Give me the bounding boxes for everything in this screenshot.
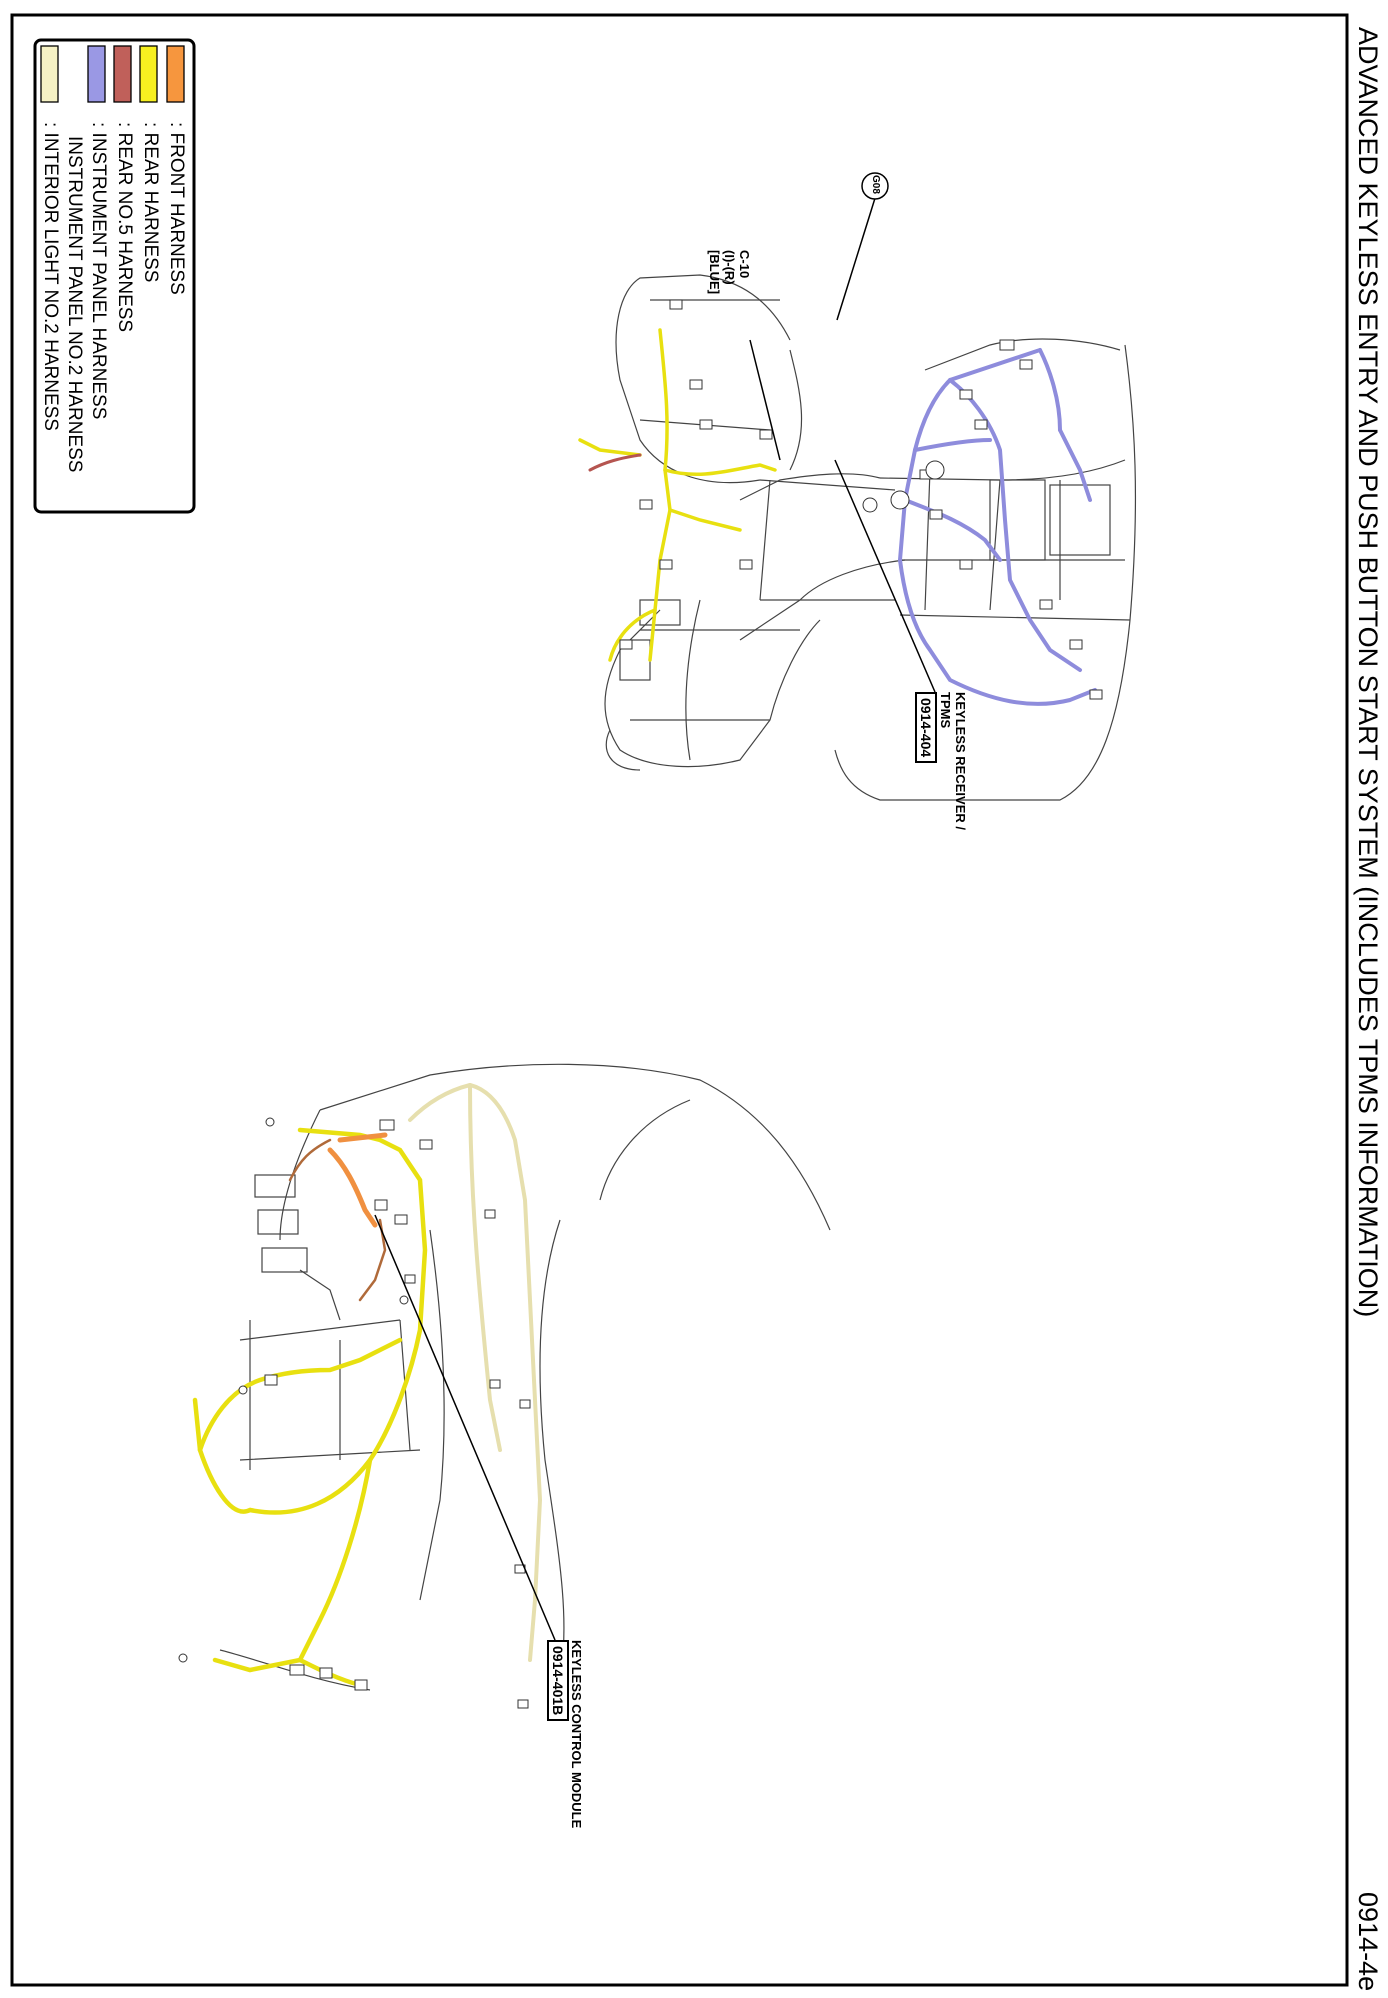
legend-swatches xyxy=(40,45,185,103)
ground-g08-label: G08 xyxy=(870,175,881,194)
connector-c10-color: [BLUE] xyxy=(707,250,722,295)
connectors-upper xyxy=(619,299,1103,700)
legend-label-instrument: : INSTRUMENT PANEL HARNESS xyxy=(88,122,109,420)
g08-circle xyxy=(861,172,889,200)
module-code-box: 0914-401B xyxy=(547,1640,569,1722)
receiver-code-box: 0914-404 xyxy=(915,692,937,764)
instrument-panel-view xyxy=(604,274,1137,801)
swatch-rear-no5 xyxy=(113,45,132,103)
swatch-instrument xyxy=(87,45,106,103)
rear-harness-upper xyxy=(578,328,777,662)
legend-label-rear-no5: : REAR NO.5 HARNESS xyxy=(114,122,135,333)
legend-box xyxy=(33,38,196,514)
page-title: ADVANCED KEYLESS ENTRY AND PUSH BUTTON S… xyxy=(1353,27,1383,1318)
swatch-front xyxy=(166,45,185,103)
connector-c10-id: C-10 xyxy=(737,250,752,279)
floor-view xyxy=(219,1063,831,1691)
legend-label-front: : FRONT HARNESS xyxy=(166,122,187,295)
leader-lines xyxy=(374,194,936,1641)
instrument-panel-harness xyxy=(897,348,1097,706)
interior-light-harness xyxy=(408,1082,543,1662)
page-code: 0914-4e xyxy=(1353,1892,1383,1992)
connector-c10-pins: (I)-(R) xyxy=(722,250,737,285)
rear-harness-lower xyxy=(192,1127,428,1688)
swatch-rear xyxy=(139,45,158,103)
receiver-name-line2: TPMS xyxy=(938,692,953,729)
swatch-interior-light xyxy=(40,45,59,103)
connectors-lower xyxy=(178,1117,531,1709)
legend-label-interior-light: : INTERIOR LIGHT NO.2 HARNESS xyxy=(40,122,61,431)
legend-label-rear: : REAR HARNESS xyxy=(140,122,161,283)
module-name: KEYLESS CONTROL MODULE xyxy=(569,1640,584,1829)
page-frame xyxy=(10,13,1349,1987)
legend-label-instrument-no2: INSTRUMENT PANEL NO.2 HARNESS xyxy=(64,136,85,473)
rear-no5-harness xyxy=(588,453,642,472)
receiver-name-line1: KEYLESS RECEIVER / xyxy=(953,692,968,830)
front-harness xyxy=(327,1132,388,1228)
front-harness-brown xyxy=(288,1138,387,1302)
